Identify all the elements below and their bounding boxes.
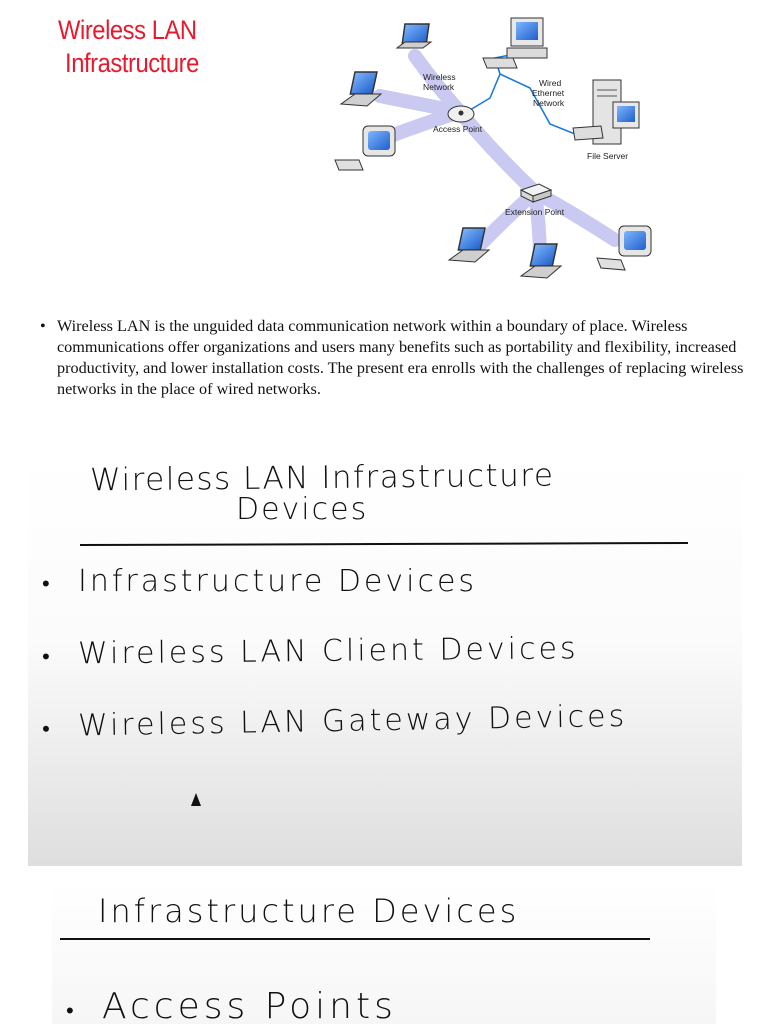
description-text: Wireless LAN is the unguided data commun… — [57, 317, 744, 398]
whiteboard-infrastructure-devices: Infrastructure Devices • Access Points — [52, 882, 716, 1024]
label-wireless-network-2: Network — [423, 82, 455, 92]
heading-underline — [79, 541, 689, 547]
bullet-marker: • — [40, 317, 46, 335]
desktop-computer-icon — [482, 17, 548, 69]
network-diagram: Wireless Network Wired Ethernet Network … — [334, 17, 652, 279]
laptop-icon — [395, 23, 433, 49]
label-wired-network-1: Wired — [539, 78, 561, 88]
list-item-text: Wireless LAN Gateway Devices — [77, 698, 628, 744]
list-item-text: Wireless LAN Client Devices — [77, 631, 579, 672]
list-item: • Wireless LAN Client Devices — [42, 631, 579, 672]
list-item-text: Access Points — [102, 986, 397, 1024]
whiteboard-devices-list: Wireless LAN Infrastructure Devices •Inf… — [28, 456, 742, 866]
description-bullet: • Wireless LAN is the unguided data comm… — [40, 316, 755, 400]
bullet-marker: • — [41, 644, 53, 670]
access-point-icon — [447, 105, 475, 123]
label-wireless-network-1: Wireless — [423, 72, 456, 82]
label-wired-network-3: Network — [533, 98, 565, 108]
mac-computer-icon — [596, 225, 652, 271]
laptop-icon — [447, 227, 491, 263]
mac-computer-icon — [334, 125, 396, 171]
pen-cursor-icon — [191, 793, 201, 806]
slide-title-line-2: Infrastructure — [65, 48, 199, 78]
bullet-marker: • — [66, 999, 78, 1024]
slide-title-line-1: Wireless LAN — [58, 15, 197, 45]
label-extension-point: Extension Point — [505, 207, 565, 217]
wireless-links — [363, 49, 622, 267]
list-item: • Wireless LAN Gateway Devices — [42, 699, 628, 744]
label-wired-network-2: Ethernet — [532, 88, 565, 98]
heading-underline — [60, 938, 650, 940]
label-access-point: Access Point — [433, 124, 483, 134]
list-item-text: Infrastructure Devices — [78, 564, 478, 599]
label-file-server: File Server — [587, 151, 628, 161]
wired-links — [469, 53, 576, 135]
laptop-icon — [339, 71, 383, 107]
extension-point-icon — [519, 183, 553, 203]
bullet-marker: • — [41, 716, 54, 743]
server-icon — [572, 79, 640, 145]
whiteboard-heading: Infrastructure Devices — [98, 892, 520, 930]
bullet-marker: • — [42, 572, 53, 597]
slide-title: Wireless LAN Infrastructure — [58, 14, 199, 80]
whiteboard-heading-line-2: Devices — [236, 492, 369, 527]
list-item: • Infrastructure Devices — [42, 564, 477, 599]
list-item: • Access Points — [66, 986, 397, 1024]
laptop-icon — [519, 243, 563, 279]
